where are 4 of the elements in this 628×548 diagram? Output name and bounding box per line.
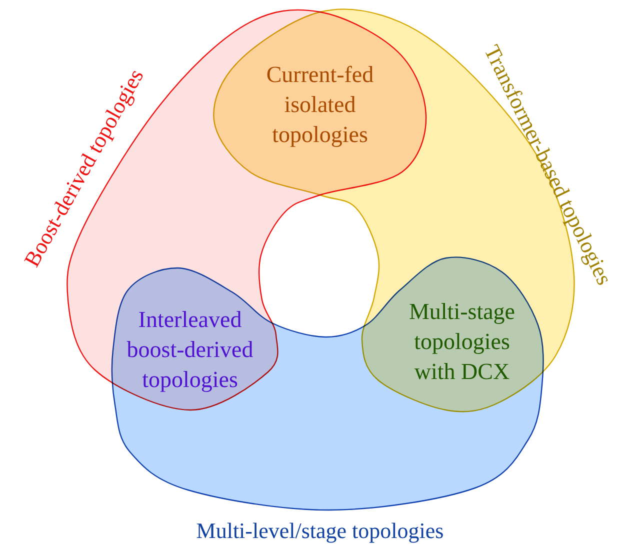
set-title: Multi-level/stage topologies — [196, 520, 444, 542]
overlap-label: Multi-stage topologies with DCX — [397, 297, 527, 387]
overlap-label: Interleaved boost-derived topologies — [115, 305, 265, 395]
overlap-label: Current-fed isolated topologies — [235, 60, 405, 150]
